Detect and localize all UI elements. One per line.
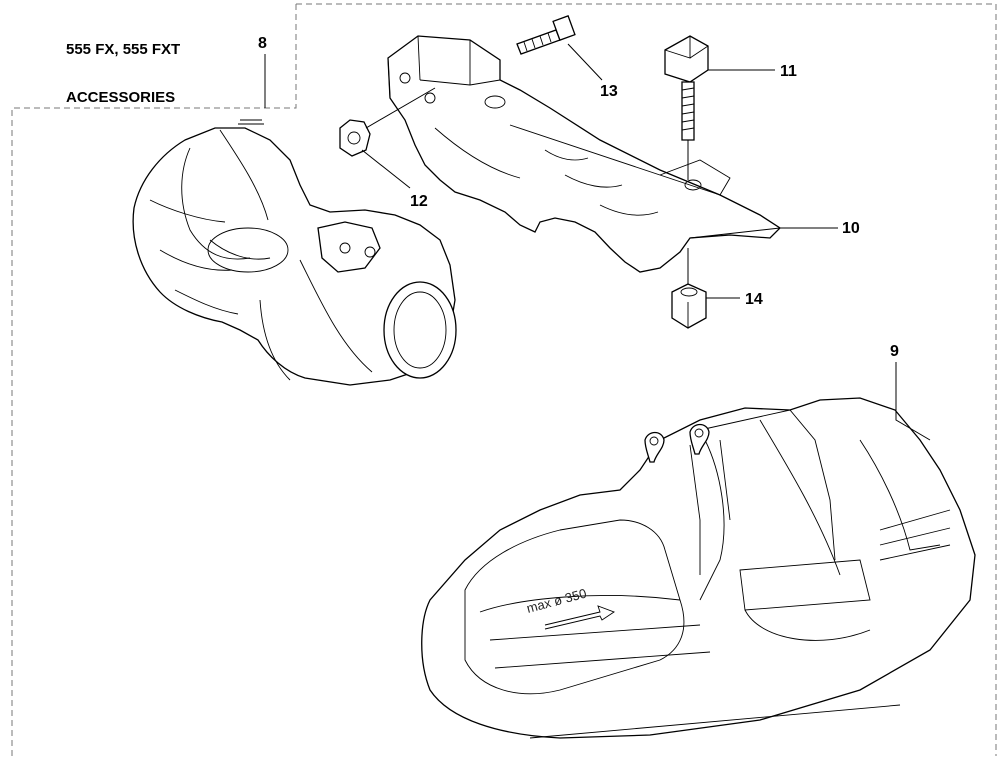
callout-13: 13 [600, 83, 618, 100]
leader-12 [361, 149, 411, 189]
leader-9 [895, 362, 931, 441]
callout-10: 10 [842, 220, 860, 237]
part-13-bolt [516, 15, 576, 55]
part-12-nut [339, 87, 436, 157]
dashed-frame [11, 3, 997, 756]
diagram-title: 555 FX, 555 FXT ACCESSORIES [66, 10, 180, 138]
callout-11: 11 [780, 63, 797, 80]
part-11-clamp-screw [664, 35, 709, 285]
callout-8: 8 [258, 35, 267, 52]
part-14-nut [671, 283, 707, 329]
callout-12: 12 [410, 193, 428, 210]
callout-14: 14 [745, 291, 763, 308]
title-line-2: ACCESSORIES [66, 89, 176, 106]
part-8-engine-housing [132, 119, 457, 386]
part-9-trimmer-guard: max ø 350 [421, 397, 976, 739]
callout-9: 9 [890, 343, 899, 360]
part-10-guard-bracket [387, 35, 782, 273]
title-line-1: 555 FX, 555 FXT [66, 41, 181, 58]
leader-13 [567, 43, 603, 81]
